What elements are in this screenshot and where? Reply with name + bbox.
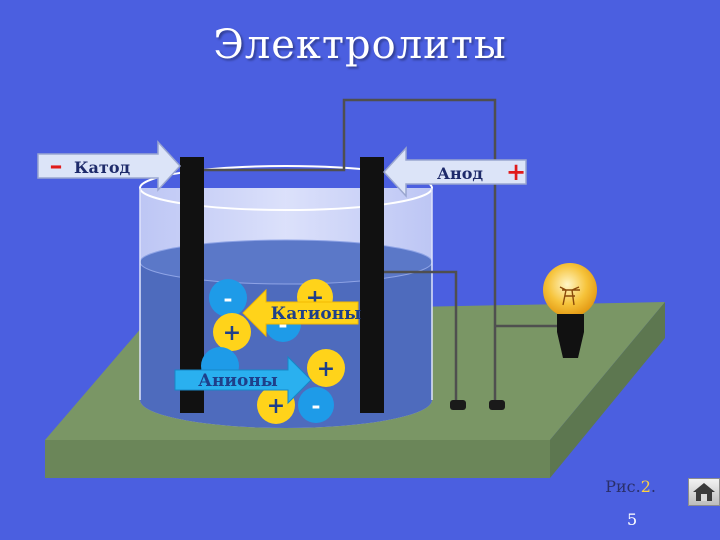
figure-caption: Рис.2. xyxy=(605,477,656,496)
anions-arrow: Анионы xyxy=(174,355,312,405)
home-button[interactable] xyxy=(688,478,720,506)
circuit-wires xyxy=(192,98,560,400)
cathode-label: Катод xyxy=(74,158,131,177)
anode-plus-sign: + xyxy=(506,157,526,186)
ion-plus: + xyxy=(257,386,295,424)
cations-label: Катионы xyxy=(271,304,361,324)
ion-minus: - xyxy=(209,279,247,317)
ion-sign: + xyxy=(223,320,241,346)
light-bulb-icon xyxy=(543,263,597,358)
page-number: 5 xyxy=(627,510,638,529)
page-title: Электролиты xyxy=(213,22,507,68)
cathode-minus-sign: – xyxy=(50,151,63,181)
home-icon xyxy=(693,483,715,501)
caption-prefix: Рис. xyxy=(605,477,641,496)
anode-label: Анод xyxy=(437,164,483,183)
terminal-right xyxy=(489,400,505,410)
caption-suffix: . xyxy=(650,477,656,496)
cathode-arrow: – Катод xyxy=(37,140,182,192)
terminal-left xyxy=(450,400,466,410)
cations-arrow: Катионы xyxy=(242,288,361,338)
ion-plus: + xyxy=(307,349,345,387)
ion-sign: + xyxy=(267,393,285,419)
ion-sign: + xyxy=(317,356,335,382)
anode-arrow: Анод + xyxy=(382,146,527,198)
ion-sign: - xyxy=(311,393,320,419)
anode-electrode xyxy=(360,157,384,413)
ion-sign: - xyxy=(223,286,232,312)
ion-sign: - xyxy=(278,312,287,338)
anions-label: Анионы xyxy=(198,371,278,391)
ion-plus: + xyxy=(213,313,251,351)
caption-number: 2 xyxy=(640,477,651,496)
ion-minus: - xyxy=(298,387,334,423)
